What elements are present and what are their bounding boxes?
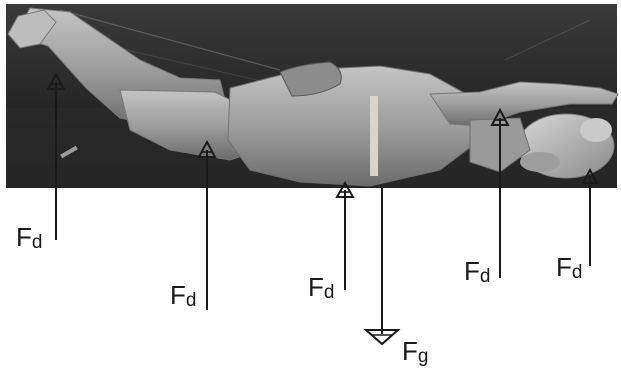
- drag-force-label: Fd: [16, 222, 42, 253]
- gravity-force-arrow: Fg: [366, 188, 428, 367]
- photo-skydiver: [6, 4, 618, 188]
- drag-force-label: Fd: [170, 280, 196, 311]
- drag-force-arrow: Fd: [308, 183, 353, 303]
- gravity-force-label: Fg: [402, 336, 428, 367]
- drag-force-label: Fd: [308, 272, 334, 303]
- drag-force-label: Fd: [556, 252, 582, 283]
- drag-force-label: Fd: [464, 256, 490, 287]
